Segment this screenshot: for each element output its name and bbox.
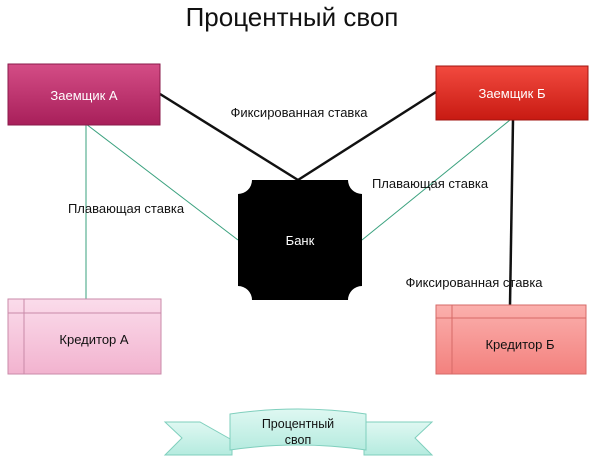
ribbon-banner: Процентный своп <box>163 408 434 456</box>
creditor-a-label: Кредитор А <box>59 332 128 347</box>
page-title: Процентный своп <box>186 2 399 32</box>
creditor-a-box: Кредитор А <box>7 298 162 375</box>
floating-line-a-bank <box>85 123 239 241</box>
fixed-line-a-bank <box>159 92 299 182</box>
banner-line-2: своп <box>285 433 311 447</box>
borrower-b-label: Заемщик Б <box>478 86 545 101</box>
borrower-b-box: Заемщик Б <box>435 65 589 121</box>
borrower-a-box: Заемщик А <box>7 63 161 126</box>
fixed-rate-label-top: Фиксированная ставка <box>230 105 368 120</box>
fixed-line-b-creditor <box>508 119 515 306</box>
bank-label: Банк <box>286 233 315 248</box>
floating-rate-label-left: Плавающая ставка <box>68 201 185 216</box>
banner-line-1: Процентный <box>262 417 334 431</box>
floating-rate-label-right: Плавающая ставка <box>372 176 489 191</box>
fixed-line-b-bank <box>297 90 437 182</box>
bank-shape: Банк <box>238 180 362 300</box>
creditor-b-box: Кредитор Б <box>435 304 587 375</box>
creditor-b-label: Кредитор Б <box>485 337 554 352</box>
floating-line-b-bank <box>361 119 511 241</box>
borrower-a-label: Заемщик А <box>50 88 118 103</box>
fixed-rate-label-right: Фиксированная ставка <box>405 275 543 290</box>
